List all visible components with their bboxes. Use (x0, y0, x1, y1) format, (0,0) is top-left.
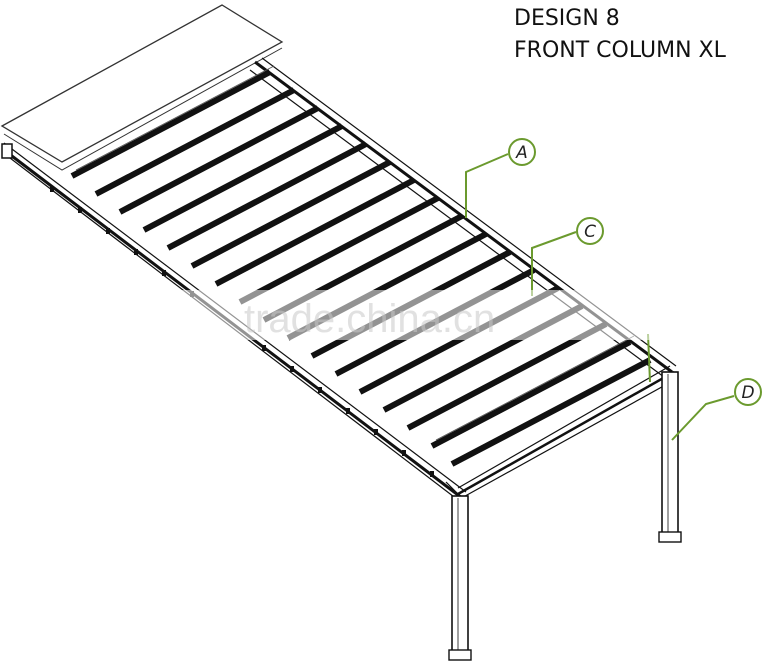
callout-a: A (508, 138, 536, 166)
callout-c: C (576, 217, 604, 245)
watermark-text: trade.china.cn (244, 297, 495, 341)
rafter (166, 141, 368, 251)
callout-c-label: C (584, 222, 596, 242)
rafter (214, 177, 416, 287)
rafter (238, 195, 440, 305)
diagram-title-line-2: FRONT COLUMN XL (514, 38, 726, 63)
roof-panel (0, 4, 284, 163)
rafter-guides (75, 65, 635, 441)
callout-d-label: D (741, 383, 754, 403)
rafter (406, 321, 608, 431)
rafter (450, 357, 652, 467)
roof-panel-edge (3, 47, 283, 171)
callout-d: D (734, 378, 762, 406)
leader-c (531, 231, 577, 296)
callout-leaders (465, 153, 735, 441)
leader-d (671, 395, 735, 441)
rafter (118, 105, 320, 215)
front-column-left (448, 495, 472, 661)
watermark: trade.china.cn (180, 290, 660, 341)
rafter (70, 69, 272, 179)
rafter (94, 87, 296, 197)
front-beam (445, 365, 679, 501)
rafter (430, 339, 632, 449)
front-column-right (658, 371, 682, 543)
diagram-title-line-1: DESIGN 8 (514, 6, 620, 31)
rafter (142, 123, 344, 233)
callout-a-label: A (515, 143, 528, 163)
rafter (190, 159, 392, 269)
leader-a (465, 153, 509, 218)
